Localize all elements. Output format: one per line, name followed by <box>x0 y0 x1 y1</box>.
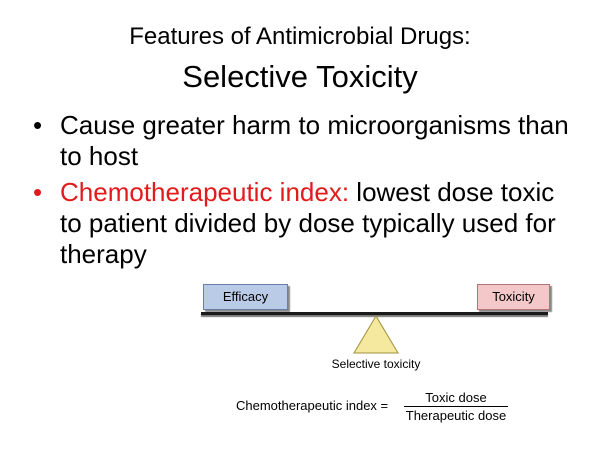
bullet-marker: • <box>33 177 43 207</box>
formula-lhs: Chemotherapeutic index = <box>236 398 389 413</box>
slide-title-line1: Features of Antimicrobial Drugs: <box>129 23 471 50</box>
efficacy-box: Efficacy <box>203 284 288 310</box>
bullet-item-index: • Chemotherapeutic index: lowest dose to… <box>33 177 573 270</box>
bullet-text: lowest dose toxic to patient divided by … <box>60 177 556 269</box>
fulcrum-caption: Selective toxicity <box>331 357 421 371</box>
bullet-highlight-term: Chemotherapeutic index: <box>60 177 350 207</box>
formula-numerator: Toxic dose <box>425 390 487 405</box>
balance-beam <box>201 312 548 315</box>
toxicity-box: Toxicity <box>477 284 550 310</box>
slide-title-line2: Selective Toxicity <box>182 59 418 94</box>
bullet-item-harm: • Cause greater harm to microorganisms t… <box>33 110 573 172</box>
bullet-list: • Cause greater harm to microorganisms t… <box>33 110 573 275</box>
bullet-text: Cause greater harm to microorganisms tha… <box>60 110 569 171</box>
formula-denominator: Therapeutic dose <box>405 408 507 423</box>
fulcrum-triangle-icon <box>353 315 399 354</box>
fraction-bar <box>404 406 508 407</box>
bullet-marker: • <box>33 110 43 140</box>
